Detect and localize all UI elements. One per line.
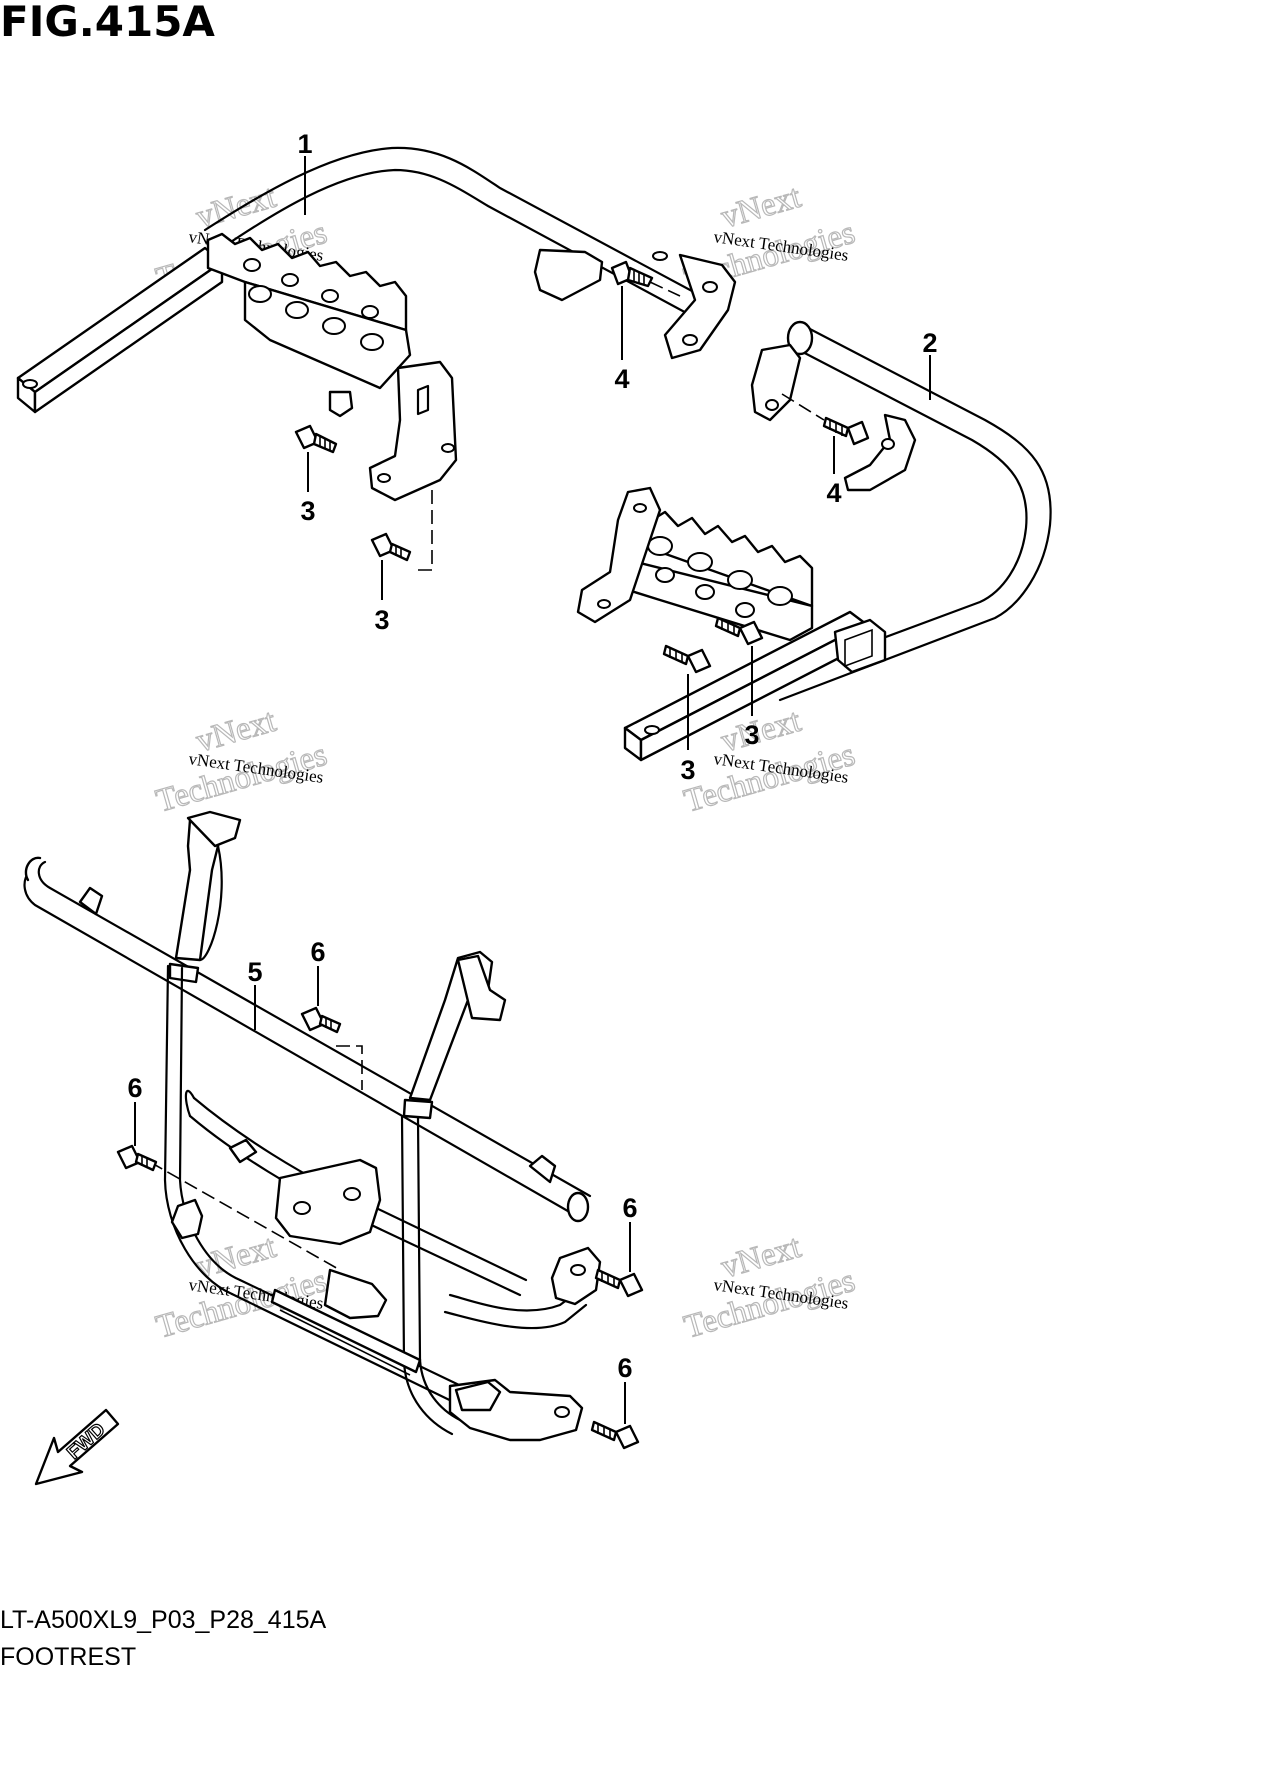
bolt-3-right-lower (662, 644, 712, 674)
callout-4-left: 4 (614, 364, 629, 394)
callout-5: 5 (247, 957, 262, 987)
bolt-6-bottom-right (590, 1420, 640, 1450)
part-2-right-footrest (576, 320, 1052, 762)
diagram-name: FOOTREST (0, 1643, 136, 1671)
callout-4-right: 4 (826, 478, 841, 508)
part-1-left-footrest (16, 146, 737, 502)
callout-6-mid-right: 6 (622, 1193, 637, 1223)
watermark-big-line1: vNext (717, 179, 804, 236)
bolt-6-upper (300, 1006, 342, 1034)
watermark-mid-left: vNext Technologies vNext Technologies (152, 702, 332, 820)
callout-3-right-upper: 3 (744, 720, 759, 750)
callout-3-left-lower: 3 (374, 605, 389, 635)
callout-3-left-upper: 3 (300, 496, 315, 526)
callout-1: 1 (297, 129, 312, 159)
watermark-big-line1: vNext (192, 179, 279, 236)
bolt-6-mid-right (594, 1268, 644, 1298)
figure-title: FIG.415A (0, 0, 215, 46)
bolt-4-right (781, 393, 870, 446)
callout-6-bottom-right: 6 (617, 1353, 632, 1383)
bolt-3-left-upper (294, 424, 338, 454)
bolt-3-left-lower (370, 490, 433, 571)
part-5-footrest-frame (23, 810, 602, 1442)
bolt-3-right-upper (714, 616, 764, 646)
fwd-arrow-icon: FWD (34, 1408, 120, 1486)
callout-3-right-lower: 3 (680, 755, 695, 785)
callout-6-left: 6 (127, 1073, 142, 1103)
diagram-code: LT-A500XL9_P03_P28_415A (0, 1606, 327, 1634)
watermark-bottom-right: vNext Technologies vNext Technologies (680, 1228, 860, 1346)
callout-2: 2 (922, 328, 937, 358)
bolt-4-left (610, 260, 681, 297)
bolt-6-left (116, 1144, 158, 1172)
callout-6-upper: 6 (310, 937, 325, 967)
